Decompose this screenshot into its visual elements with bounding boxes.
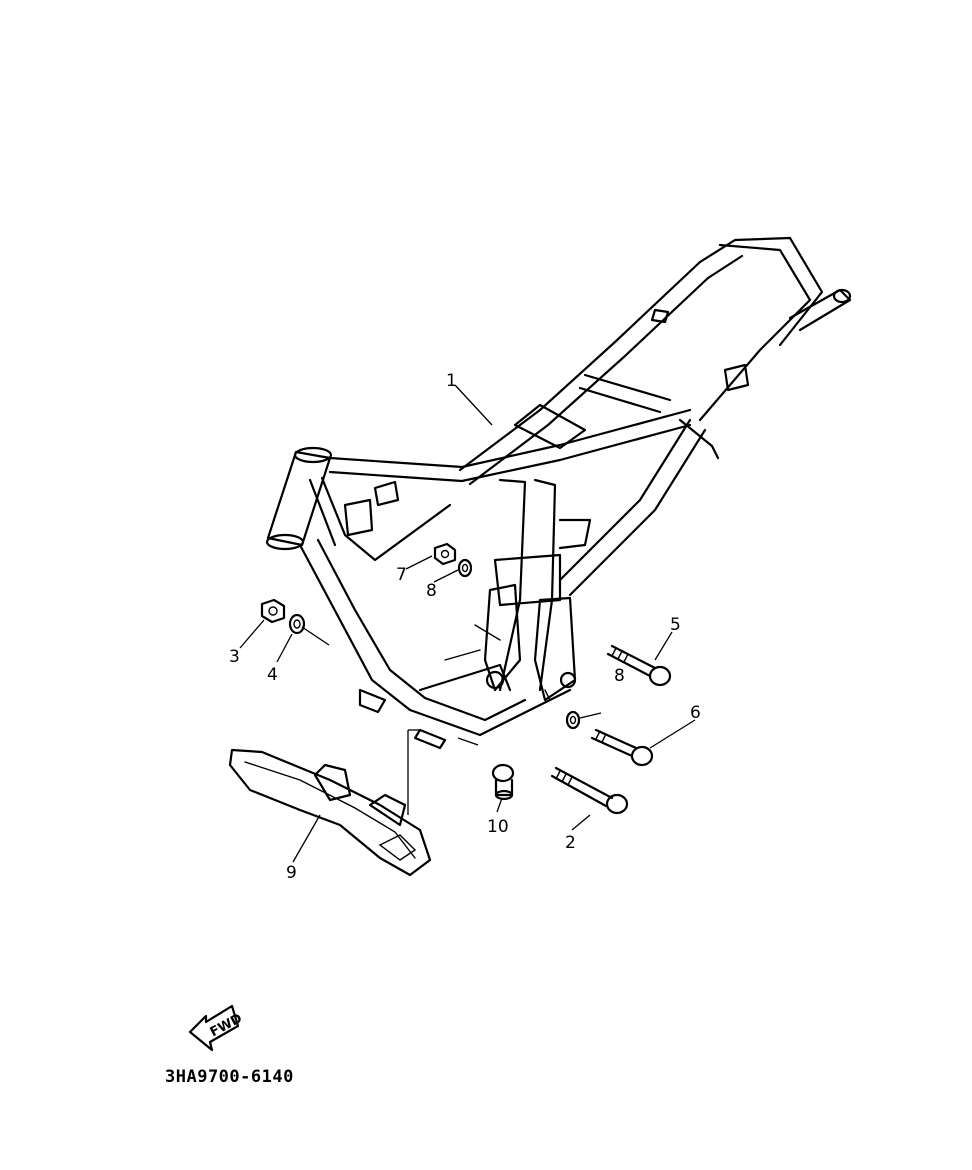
callout-labels: 1 2 3 4 5 6 7 8 8 9 10 bbox=[229, 371, 701, 883]
washer-8-right-part bbox=[565, 710, 581, 730]
diagram-code: 3HA9700-6140 bbox=[165, 1067, 294, 1087]
bolt-2-part bbox=[550, 766, 629, 815]
callout-9: 9 bbox=[286, 863, 297, 883]
nut-3-part bbox=[260, 598, 286, 624]
callout-3: 3 bbox=[229, 647, 240, 667]
fwd-arrow-icon: FWD bbox=[188, 1004, 245, 1052]
callout-2: 2 bbox=[565, 833, 576, 853]
skid-plate-part bbox=[228, 748, 432, 877]
bolt-5-part bbox=[606, 644, 672, 687]
callout-1: 1 bbox=[446, 371, 457, 391]
callout-4: 4 bbox=[267, 665, 278, 685]
callout-6: 6 bbox=[690, 703, 701, 723]
washer-8-center-part bbox=[457, 558, 473, 578]
fwd-label: FWD bbox=[208, 1011, 245, 1040]
callout-8-center: 8 bbox=[426, 581, 437, 601]
callout-8-right: 8 bbox=[614, 666, 625, 686]
washer-4-part bbox=[288, 613, 306, 635]
callout-10: 10 bbox=[487, 817, 509, 837]
leader-lines bbox=[239, 384, 696, 863]
bolt-6-part bbox=[590, 728, 654, 767]
callout-5: 5 bbox=[670, 615, 681, 635]
nut-7-part bbox=[433, 542, 457, 566]
callout-7: 7 bbox=[396, 565, 407, 585]
frame-part bbox=[265, 236, 852, 750]
bolt-10-part bbox=[491, 763, 515, 801]
